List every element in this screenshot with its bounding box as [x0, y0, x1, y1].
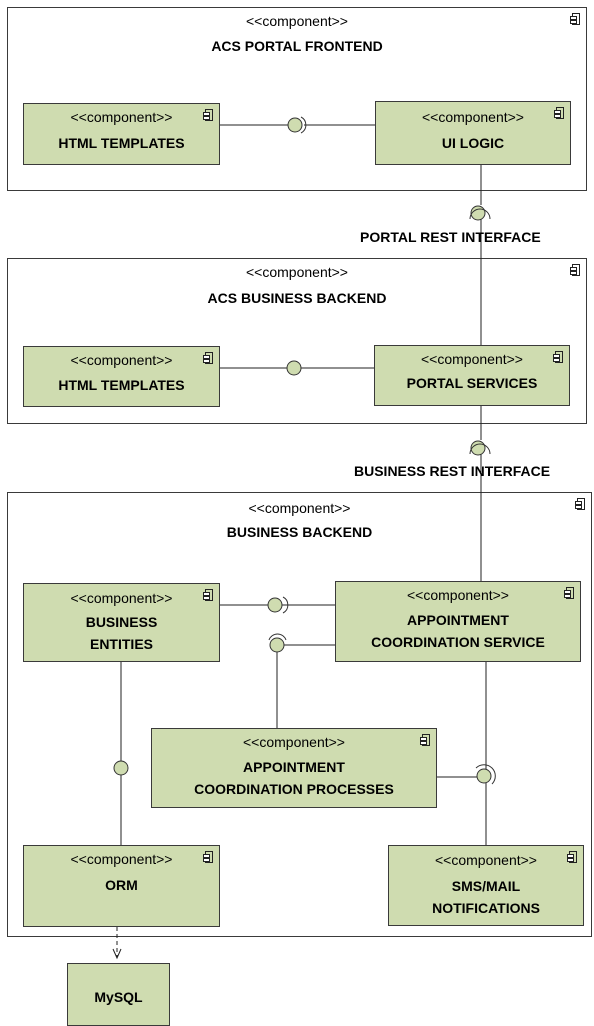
component-icon [203, 352, 213, 364]
package-stereotype: <<component>> [246, 264, 348, 280]
component-title: MySQL [94, 989, 143, 1005]
component-title: HTML TEMPLATES [58, 135, 185, 151]
component-html-templates-backend: <<component>> HTML TEMPLATES [23, 346, 220, 407]
component-icon [203, 109, 213, 121]
package-title: ACS PORTAL FRONTEND [211, 38, 383, 54]
component-ui-logic: <<component>> UI LOGIC [375, 101, 571, 165]
component-title: BUSINESS ENTITIES [85, 614, 158, 652]
component-mysql: MySQL [67, 963, 170, 1026]
component-stereotype: <<component>> [70, 851, 173, 867]
component-stereotype: <<component>> [422, 109, 524, 125]
component-title: PORTAL SERVICES [406, 375, 538, 391]
package-stereotype: <<component>> [248, 500, 351, 516]
business-rest-interface-label: BUSINESS REST INTERFACE [354, 463, 551, 479]
component-title: APPOINTMENT COORDINATION PROCESSES [194, 759, 394, 797]
component-icon [553, 351, 563, 363]
component-portal-services: <<component>> PORTAL SERVICES [374, 345, 570, 406]
component-title: ORM [105, 877, 138, 893]
component-stereotype: <<component>> [421, 351, 523, 367]
component-stereotype: <<component>> [70, 590, 173, 606]
component-stereotype: <<component>> [435, 852, 537, 868]
package-title: BUSINESS BACKEND [226, 524, 373, 540]
component-title: APPOINTMENT COORDINATION SERVICE [371, 612, 545, 650]
component-icon [203, 589, 213, 601]
component-title: UI LOGIC [441, 135, 505, 151]
component-business-entities: <<component>> BUSINESS ENTITIES [23, 583, 220, 662]
package-title: ACS BUSINESS BACKEND [207, 290, 387, 306]
component-icon [203, 851, 213, 863]
component-html-templates-frontend: <<component>> HTML TEMPLATES [23, 103, 220, 165]
component-stereotype: <<component>> [70, 352, 173, 368]
component-stereotype: <<component>> [407, 587, 509, 603]
component-icon [420, 734, 430, 746]
component-icon [567, 851, 577, 863]
component-stereotype: <<component>> [243, 734, 345, 750]
component-icon [564, 587, 574, 599]
component-title: HTML TEMPLATES [58, 377, 185, 393]
component-icon [554, 107, 564, 119]
component-icon [575, 498, 585, 510]
portal-rest-interface-label: PORTAL REST INTERFACE [360, 229, 541, 245]
component-appointment-coordination-processes: <<component>> APPOINTMENT COORDINATION P… [151, 728, 437, 808]
component-icon [570, 264, 580, 276]
component-icon [570, 13, 580, 25]
component-appointment-coordination-service: <<component>> APPOINTMENT COORDINATION S… [335, 581, 581, 662]
component-title: SMS/MAIL NOTIFICATIONS [432, 878, 540, 916]
component-sms-mail-notifications: <<component>> SMS/MAIL NOTIFICATIONS [388, 845, 584, 926]
component-stereotype: <<component>> [70, 109, 173, 125]
component-orm: <<component>> ORM [23, 845, 220, 927]
package-stereotype: <<component>> [246, 13, 348, 29]
